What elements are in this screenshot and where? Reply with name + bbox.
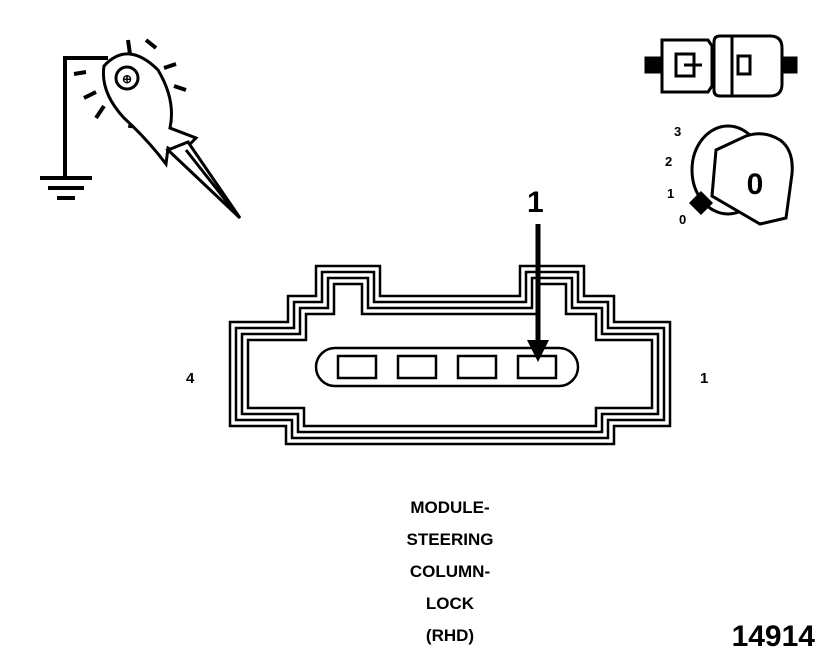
caption-line: (RHD) [425, 626, 475, 645]
pin-3 [396, 354, 438, 380]
pin-label-right: 1 [700, 370, 709, 387]
callout-label: 1 [527, 186, 544, 219]
test-lamp-body [101, 52, 242, 220]
connector-face [228, 264, 672, 446]
pin-2 [456, 354, 498, 380]
caption-line: MODULE- [410, 498, 490, 517]
lamp-glyph: ⊕ [122, 72, 132, 86]
key-letter: 0 [747, 168, 764, 201]
pin-cavity [314, 346, 580, 388]
callout-arrow [527, 224, 549, 362]
key-position-3: 3 [674, 124, 682, 139]
component-caption: MODULE- STEERING COLUMN- LOCK (RHD) [350, 492, 550, 652]
key-position-1: 1 [667, 186, 675, 201]
key-position-0: 0 [679, 212, 687, 227]
ignition-key-icon [688, 124, 794, 226]
connector-plug-icon [644, 34, 798, 98]
pin-4 [336, 354, 378, 380]
caption-line: COLUMN- [409, 562, 491, 581]
caption-line: LOCK [425, 594, 475, 613]
caption-line: STEERING [406, 530, 494, 549]
key-position-2: 2 [665, 154, 673, 169]
test-lamp-icon [40, 38, 187, 200]
figure-number: 14914 [731, 620, 815, 653]
pin-label-left: 4 [186, 370, 195, 387]
